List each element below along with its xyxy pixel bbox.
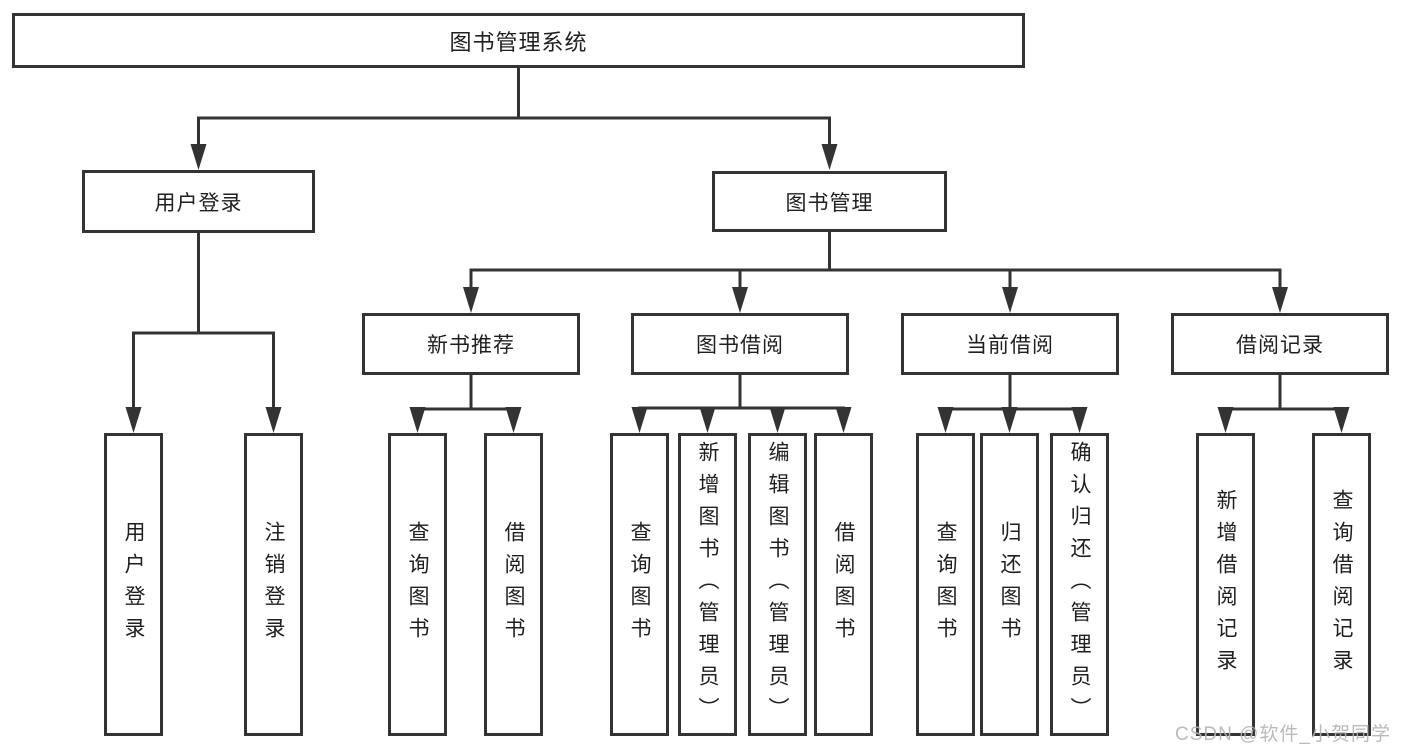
node-label: 注销登录 <box>262 520 285 649</box>
arrowhead-icon <box>265 407 282 433</box>
node-label: 编辑图书（管理员） <box>766 440 789 729</box>
node-new-book-recommendation: 新书推荐 <box>362 313 580 375</box>
arrowhead-icon <box>699 407 716 433</box>
leaf-user-login: 用户登录 <box>104 433 163 736</box>
arrowhead-icon <box>1272 287 1288 313</box>
arrowhead-icon <box>1333 407 1350 433</box>
node-book-management: 图书管理 <box>712 171 947 232</box>
arrowhead-icon <box>1002 287 1018 313</box>
node-label: 用户登录 <box>154 191 243 215</box>
arrowhead-icon <box>835 407 852 433</box>
node-label: 归还图书 <box>998 520 1021 649</box>
node-book-borrowing: 图书借阅 <box>631 313 849 375</box>
arrowhead-icon <box>463 287 479 313</box>
leaf-query-books-borrowing: 查询图书 <box>610 433 669 736</box>
node-label: 新增借阅记录 <box>1214 488 1237 681</box>
leaf-borrow-books-recommendation: 借阅图书 <box>484 433 543 736</box>
node-label: 借阅记录 <box>1236 334 1324 357</box>
leaf-edit-book-admin: 编辑图书（管理员） <box>748 433 807 736</box>
leaf-add-book-admin: 新增图书（管理员） <box>678 433 737 736</box>
node-label: 图书管理系统 <box>449 29 588 55</box>
node-borrowing-records: 借阅记录 <box>1171 313 1389 375</box>
node-library-management-system: 图书管理系统 <box>12 13 1025 68</box>
leaf-borrow-books-borrowing: 借阅图书 <box>814 433 873 736</box>
leaf-query-books-recommendation: 查询图书 <box>388 433 447 736</box>
arrowhead-icon <box>937 407 954 433</box>
node-label: 查询图书 <box>934 520 957 649</box>
node-label: 用户登录 <box>122 520 145 649</box>
leaf-add-borrow-record: 新增借阅记录 <box>1196 433 1255 736</box>
arrowhead-icon <box>732 287 748 313</box>
node-label: 借阅图书 <box>832 520 855 649</box>
node-label: 图书管理 <box>785 191 874 215</box>
arrowhead-icon <box>505 407 522 433</box>
arrowhead-icon <box>125 407 142 433</box>
node-label: 新增图书（管理员） <box>696 440 719 729</box>
leaf-confirm-return-admin: 确认归还（管理员） <box>1050 433 1109 736</box>
arrowhead-icon <box>631 407 648 433</box>
leaf-logout: 注销登录 <box>244 433 303 736</box>
node-user-login: 用户登录 <box>82 170 315 233</box>
node-label: 新书推荐 <box>427 334 515 357</box>
leaf-return-books: 归还图书 <box>980 433 1039 736</box>
node-label: 确认归还（管理员） <box>1068 440 1091 729</box>
leaf-query-books-current: 查询图书 <box>916 433 975 736</box>
node-label: 图书借阅 <box>696 334 784 357</box>
node-label: 查询图书 <box>406 520 429 649</box>
arrowhead-icon <box>1071 407 1088 433</box>
node-label: 当前借阅 <box>966 334 1054 357</box>
arrowhead-icon <box>409 407 426 433</box>
arrowhead-icon <box>769 407 786 433</box>
node-label: 查询借阅记录 <box>1330 488 1353 681</box>
arrowhead-icon <box>1001 407 1018 433</box>
arrowhead-icon <box>190 144 207 170</box>
node-current-borrowing: 当前借阅 <box>901 313 1119 375</box>
arrowhead-icon <box>821 144 838 170</box>
node-label: 借阅图书 <box>502 520 525 649</box>
leaf-query-borrow-record: 查询借阅记录 <box>1312 433 1371 736</box>
csdn-watermark: CSDN @软件_小贺同学 <box>1175 724 1391 745</box>
node-label: 查询图书 <box>628 520 651 649</box>
arrowhead-icon <box>1217 407 1234 433</box>
